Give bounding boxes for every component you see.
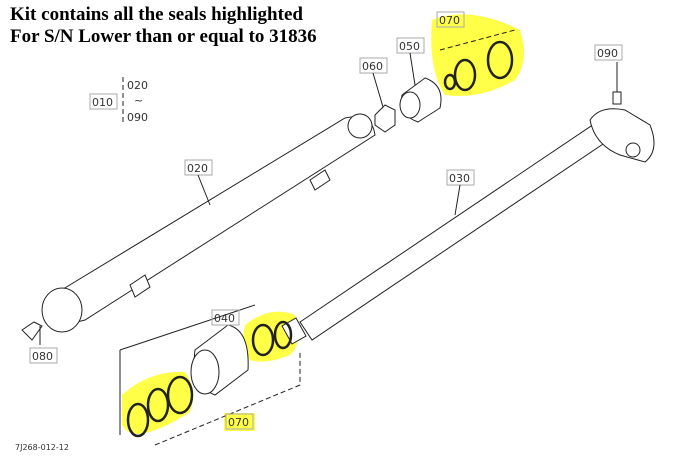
label-070-top: 070 — [436, 11, 465, 28]
svg-text:040: 040 — [214, 312, 235, 325]
seal-highlight-lower — [122, 371, 194, 434]
seal-rings — [126, 40, 514, 438]
label-040: 040 — [211, 309, 240, 326]
label-070-bottom: 070 — [225, 413, 254, 430]
nut-060 — [374, 104, 396, 133]
elbow-fitting-080 — [21, 321, 43, 345]
kit-note-line1: Kit contains all the seals highlighted — [10, 4, 303, 25]
svg-text:030: 030 — [449, 172, 470, 185]
grease-fitting-090 — [612, 62, 622, 105]
label-030: 030 — [446, 169, 475, 216]
label-080: 080 — [29, 347, 58, 364]
bracket-070-top — [439, 29, 516, 51]
gland-040 — [190, 324, 249, 396]
svg-text:060: 060 — [362, 60, 383, 73]
label-090: 090 — [594, 44, 623, 61]
label-range-020: 020 — [127, 79, 148, 92]
svg-text:070: 070 — [439, 14, 460, 27]
cylinder-tube-020 — [41, 113, 376, 333]
label-060: 060 — [359, 57, 388, 108]
label-range-tilde: ~ — [134, 94, 143, 107]
svg-text:050: 050 — [399, 40, 420, 53]
label-050: 050 — [396, 37, 425, 86]
kit-note-line2: For S/N Lower than or equal to 31836 — [10, 26, 317, 47]
svg-text:090: 090 — [597, 47, 618, 60]
label-020: 020 — [184, 159, 213, 206]
svg-text:080: 080 — [32, 350, 53, 363]
label-range-090: 090 — [127, 111, 148, 124]
svg-text:020: 020 — [187, 162, 208, 175]
piston-050 — [399, 77, 442, 123]
label-010: 010 — [89, 93, 118, 110]
bracket-070-bottom — [154, 350, 301, 446]
piston-rod-030 — [281, 108, 655, 345]
svg-text:010: 010 — [92, 96, 113, 109]
diagram-code: 7J268-012-12 — [15, 443, 69, 452]
svg-text:070: 070 — [228, 416, 249, 429]
label-070-bottom-highlight — [224, 413, 255, 431]
